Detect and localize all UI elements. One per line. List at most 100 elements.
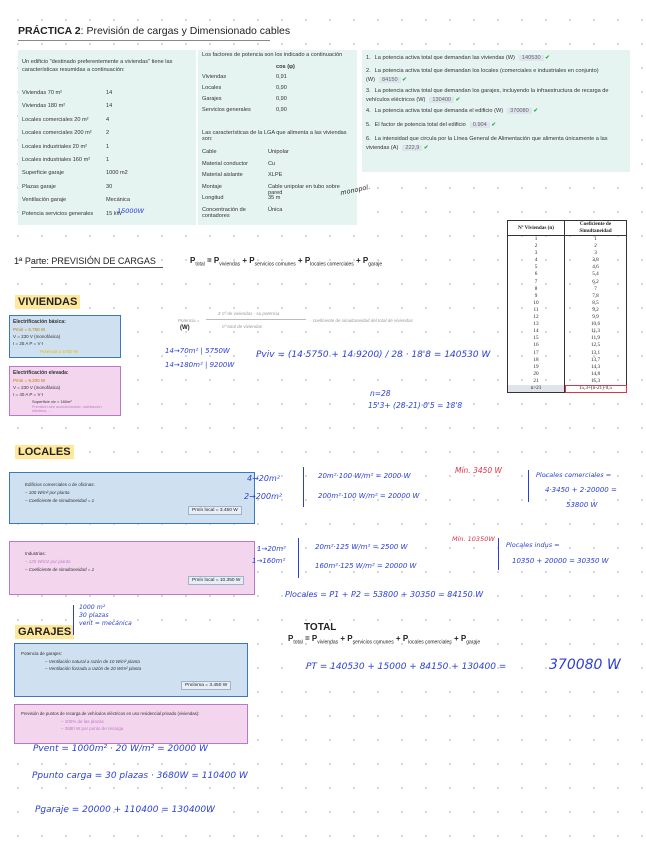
intro-row-value: 15 kW [106, 210, 122, 217]
coef-c: 4,6 [564, 264, 627, 272]
intro-row-value: Mecánica [106, 197, 130, 204]
question-text: La potencia activa total que demandan la… [374, 55, 515, 61]
coef-n: 5 [507, 264, 565, 272]
answer-field[interactable]: 222,9 [402, 145, 423, 151]
question-text: El factor de potencia total del edificio [374, 122, 466, 128]
coef-c: 12,5 [564, 342, 627, 350]
hw-bar-2 [298, 538, 299, 578]
intro-row-value: 1000 m2 [106, 170, 128, 177]
pf-row-value: 0,90 [276, 107, 287, 113]
intro-row-label: Viviendas 70 m² [22, 90, 63, 96]
intro-text: Un edificio "destinado preferentemente a… [22, 59, 173, 73]
hw-loc-total: Plocales = P1 + P2 = 53800 + 30350 = 841… [285, 590, 484, 599]
loa-row-label: Longitud [202, 195, 224, 201]
section-locales: LOCALES [15, 445, 74, 459]
coef-n: 9 [507, 292, 565, 300]
hw-loc-i7: 10350 + 20000 = 30350 W [512, 557, 609, 565]
formula-left: Potencia = [178, 318, 200, 323]
formula-right: · coeficiente de simultaneidad del total… [310, 318, 413, 323]
coef-c: 1 [564, 235, 627, 244]
intro-row-label: Potencia servicios generales [22, 210, 94, 217]
section-total: TOTAL [304, 622, 337, 633]
coef-c: 3 [564, 250, 627, 258]
hw-garaje-2: Ppunto carga = 30 plazas · 3680W = 11040… [32, 771, 248, 781]
coef-c: 15,3+(n-21)·0,5 [564, 384, 627, 394]
intro-row-value: 2 [106, 130, 110, 137]
pf-row-label: Locales [202, 85, 222, 91]
hw-garaje-notes: 1000 m² 30 plazas vent = mecánica [79, 604, 132, 627]
loa-row-label: Material conductor [202, 160, 249, 167]
hw-viv-3: Pviv = (14·5750 + 14·9200) / 28 · 18'8 =… [256, 350, 491, 360]
pmin-industrial-pill: Pmín local = 10.350 W [188, 576, 245, 585]
coef-n: 4 [507, 257, 565, 265]
coef-n: 20 [507, 370, 565, 378]
hw-loc-i2: 1→160m² [252, 557, 286, 565]
coef-n: 10 [507, 299, 565, 307]
pf-row-value: 0,90 [276, 96, 287, 102]
answer-field[interactable]: 130400 [429, 97, 455, 103]
hw-total-1: PT = 140530 + 15000 + 84150 + 130400 = [306, 662, 507, 672]
power-factors-box: Los factores de potencia son los indicad… [198, 50, 357, 225]
hw-garaje-3: Pgaraje = 20000 + 110400 = 130400W [35, 805, 215, 815]
questions-box: 1.La potencia activa total que demandan … [362, 50, 630, 172]
garaje-potencia-box: Potencia de garajes: – Ventilación natur… [14, 643, 248, 697]
loa-row-label: Cable [202, 149, 217, 155]
loa-row-label: Concentración de contadores [202, 206, 246, 219]
coef-c: 2 [564, 243, 627, 251]
coef-n: 18 [507, 356, 565, 364]
garaje-recarga-box: Previsión de puntos de recarga de vehícu… [14, 704, 248, 744]
intro-row-label: Plazas garaje [22, 183, 56, 190]
answer-field[interactable]: 84150 [379, 77, 401, 83]
check-icon: ✔ [454, 97, 461, 103]
answer-field[interactable]: 0.904 [469, 122, 490, 128]
answer-field[interactable]: 370080 [507, 108, 532, 114]
question-item: 2.La potencia activa total que demandan … [366, 67, 626, 85]
coef-n: 6 [507, 271, 565, 279]
intro-row-value: 1 [106, 157, 110, 163]
electrificacion-elevada-box: Electrificación elevada: Pmin = 9.200 W … [9, 366, 121, 416]
coef-c: 9,9 [564, 314, 627, 322]
pf-row-value: 0,90 [276, 85, 287, 91]
question-number: 1. [366, 55, 371, 61]
check-icon: ✔ [489, 122, 497, 128]
coef-h2: Coeficiente de Simultaneidad [564, 220, 627, 236]
coef-n: 1 [507, 235, 565, 244]
question-text: La potencia activa total que demandan lo… [366, 88, 609, 103]
question-text: La potencia activa total que demandan lo… [366, 68, 599, 83]
intro-row-label: Locales industriales 20 m² [22, 143, 87, 150]
coef-c: 5,4 [564, 271, 627, 279]
question-item: 6.La intensidad que circula por la Línea… [366, 135, 626, 153]
hw-loc-c5: Mín. 3450 W [455, 466, 502, 475]
check-icon: ✔ [422, 145, 429, 151]
hw-viv-2: 14→180m² | 9200W [165, 361, 235, 369]
hw-viv-5: 15'3+ (28-21)·0'5 = 18'8 [368, 401, 463, 410]
hw-viv-1: 14→70m² | 5750W [165, 347, 230, 355]
hw-loc-i4: 160m²·125 W/m² = 20000 W [315, 562, 417, 570]
hw-loc-c2: 2→200m² [244, 492, 283, 501]
formula-total-bottom: Ptotal = Pviviendas + Pservicios comunes… [288, 634, 481, 646]
electrificacion-basica-box: Electrificación básica: Pmin = 5.750 W V… [9, 315, 121, 358]
formula-numerator: Σ nº de viviendas · su potencia [218, 311, 280, 316]
coef-n: 15 [507, 335, 565, 343]
answer-field[interactable]: 140530 [518, 55, 544, 61]
coef-n: n>21 [507, 384, 565, 394]
part1-label: 1ª Parte: PREVISIÓN DE CARGAS [14, 256, 156, 266]
intro-box: Un edificio "destinado preferentemente a… [18, 50, 196, 225]
hw-bracket-1 [528, 470, 529, 502]
loa-row-value: Cable unipolar en tubo sobre pared [268, 183, 340, 196]
coef-n: 11 [507, 306, 565, 315]
coef-c: 11,9 [564, 335, 627, 343]
question-item: 3.La potencia activa total que demandan … [366, 87, 626, 105]
coef-c: 7 [564, 285, 627, 293]
hw-loc-i5: Mín. 10350W [452, 535, 495, 543]
